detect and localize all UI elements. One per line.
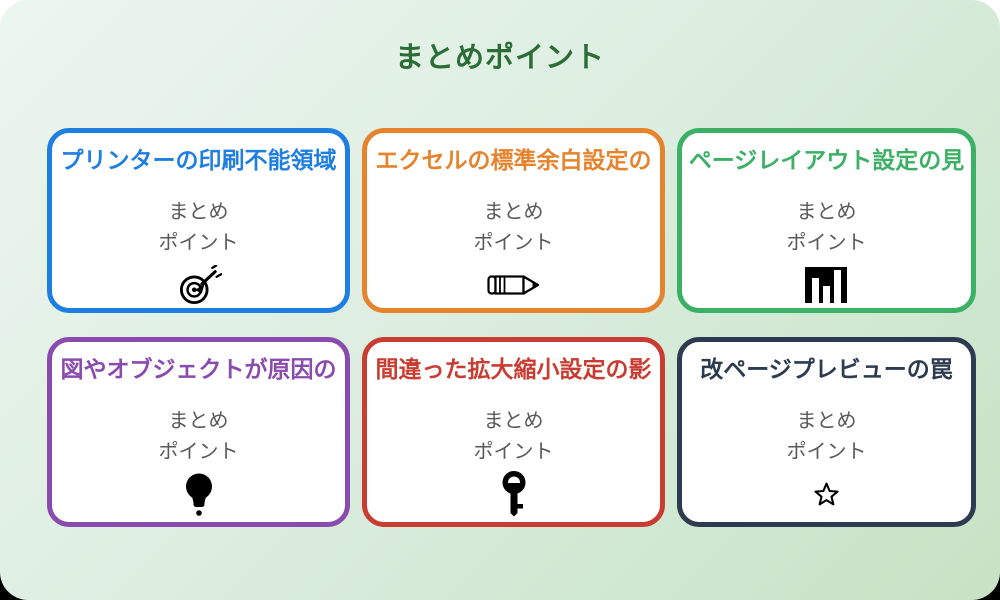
card-subtitle-line2: ポイント [158, 231, 239, 254]
card-subtitle-line1: まとめ [483, 409, 544, 432]
header: まとめポイント [0, 0, 1000, 74]
card-subtitle: まとめ ポイント [367, 197, 660, 259]
card-subtitle-line2: ポイント [786, 440, 867, 463]
summary-card-scaling-settings: 間違った拡大縮小設定の影 まとめ ポイント [362, 337, 665, 527]
card-subtitle-line1: まとめ [483, 200, 544, 223]
card-subtitle-line1: まとめ [796, 200, 857, 223]
pencil-icon [367, 262, 660, 308]
card-subtitle-line2: ポイント [786, 231, 867, 254]
bar-chart-icon [682, 262, 971, 308]
star-icon [682, 471, 971, 517]
card-title: 改ページプレビューの罠 [700, 356, 953, 382]
summary-card-printer-area: プリンターの印刷不能領域 まとめ ポイント [47, 128, 350, 313]
card-title: 間違った拡大縮小設定の影 [375, 356, 652, 382]
card-subtitle: まとめ ポイント [682, 406, 971, 468]
summary-cards-grid: プリンターの印刷不能領域 まとめ ポイント エクセルの標準余白設定の [47, 128, 976, 527]
card-subtitle-line1: まとめ [168, 409, 229, 432]
card-title: ページレイアウト設定の見 [688, 147, 965, 173]
card-subtitle: まとめ ポイント [52, 406, 345, 468]
card-subtitle: まとめ ポイント [52, 197, 345, 259]
card-subtitle-line1: まとめ [796, 409, 857, 432]
card-subtitle: まとめ ポイント [682, 197, 971, 259]
summary-card-page-break-preview: 改ページプレビューの罠 まとめ ポイント [677, 337, 976, 527]
summary-card-objects-cause: 図やオブジェクトが原因の まとめ ポイント [47, 337, 350, 527]
card-subtitle-line2: ポイント [473, 231, 554, 254]
card-title: 図やオブジェクトが原因の [60, 356, 337, 382]
card-subtitle: まとめ ポイント [367, 406, 660, 468]
card-subtitle-line2: ポイント [473, 440, 554, 463]
card-subtitle-line2: ポイント [158, 440, 239, 463]
summary-card-excel-margins: エクセルの標準余白設定の まとめ ポイント [362, 128, 665, 313]
lightbulb-icon [52, 471, 345, 517]
summary-card-page-layout: ページレイアウト設定の見 まとめ ポイント [677, 128, 976, 313]
card-title: プリンターの印刷不能領域 [60, 147, 337, 173]
card-subtitle-line1: まとめ [168, 200, 229, 223]
key-icon [367, 470, 660, 517]
target-arrow-icon [52, 262, 345, 308]
page-title: まとめポイント [394, 42, 605, 74]
card-title: エクセルの標準余白設定の [375, 147, 652, 173]
